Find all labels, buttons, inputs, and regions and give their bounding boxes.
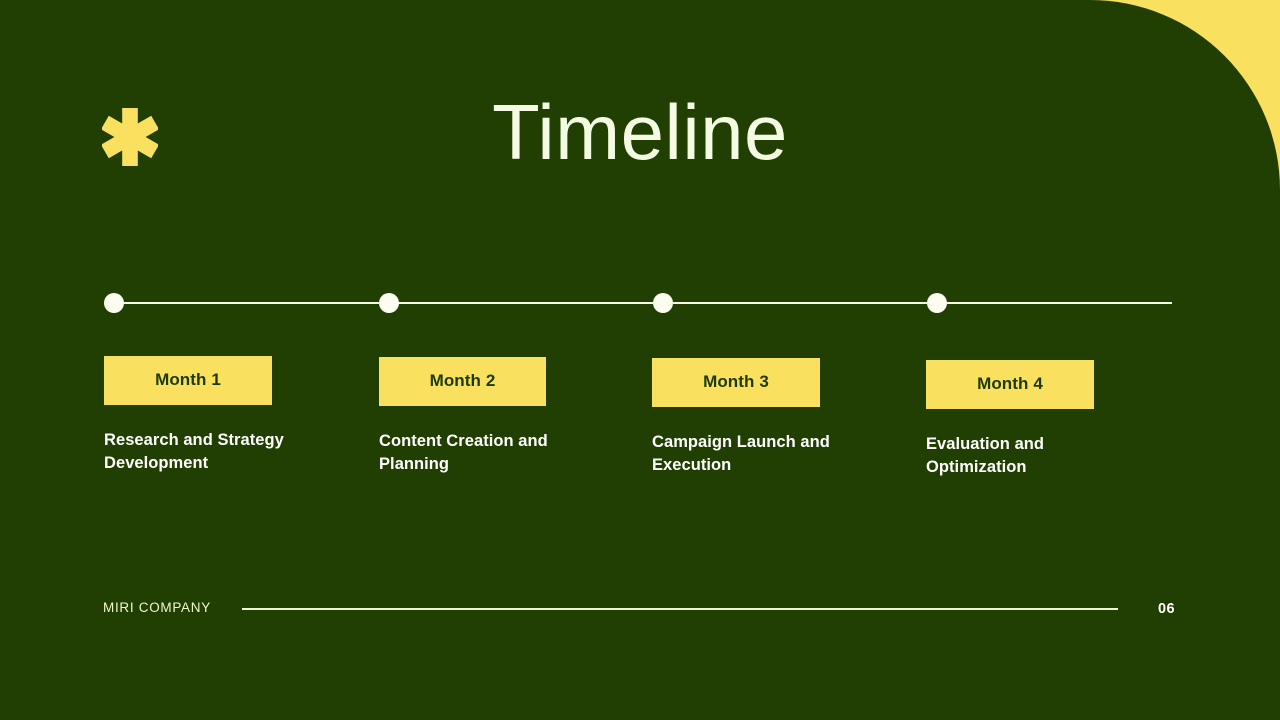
month-badge-1: Month 1: [104, 356, 272, 405]
milestone-item-3: Month 3 Campaign Launch and Execution: [652, 358, 902, 476]
milestone-description-4: Evaluation and Optimization: [926, 435, 1045, 476]
timeline-rail: [104, 293, 1172, 313]
month-badge-3: Month 3: [652, 358, 820, 407]
month-badge-2: Month 2: [379, 357, 546, 406]
timeline-line: [104, 302, 1172, 304]
timeline-dot-1: [104, 293, 124, 313]
milestone-item-1: Month 1 Research and Strategy Developmen…: [104, 356, 354, 474]
timeline-dot-2: [379, 293, 399, 313]
page-title: Timeline: [492, 88, 788, 176]
asterisk-sparkle-icon: [102, 108, 158, 166]
footer-page-number: 06: [1158, 601, 1175, 617]
milestone-description-1: Research and Strategy Development: [104, 431, 284, 472]
timeline-dot-3: [653, 293, 673, 313]
milestone-description-2: Content Creation and Planning: [379, 432, 548, 473]
milestone-description-3: Campaign Launch and Execution: [652, 433, 830, 474]
month-badge-4: Month 4: [926, 360, 1094, 409]
milestone-item-4: Month 4 Evaluation and Optimization: [926, 360, 1176, 478]
footer-divider: [242, 608, 1118, 610]
timeline-dot-4: [927, 293, 947, 313]
milestone-item-2: Month 2 Content Creation and Planning: [379, 357, 629, 475]
footer-company-name: MIRI COMPANY: [103, 600, 211, 615]
